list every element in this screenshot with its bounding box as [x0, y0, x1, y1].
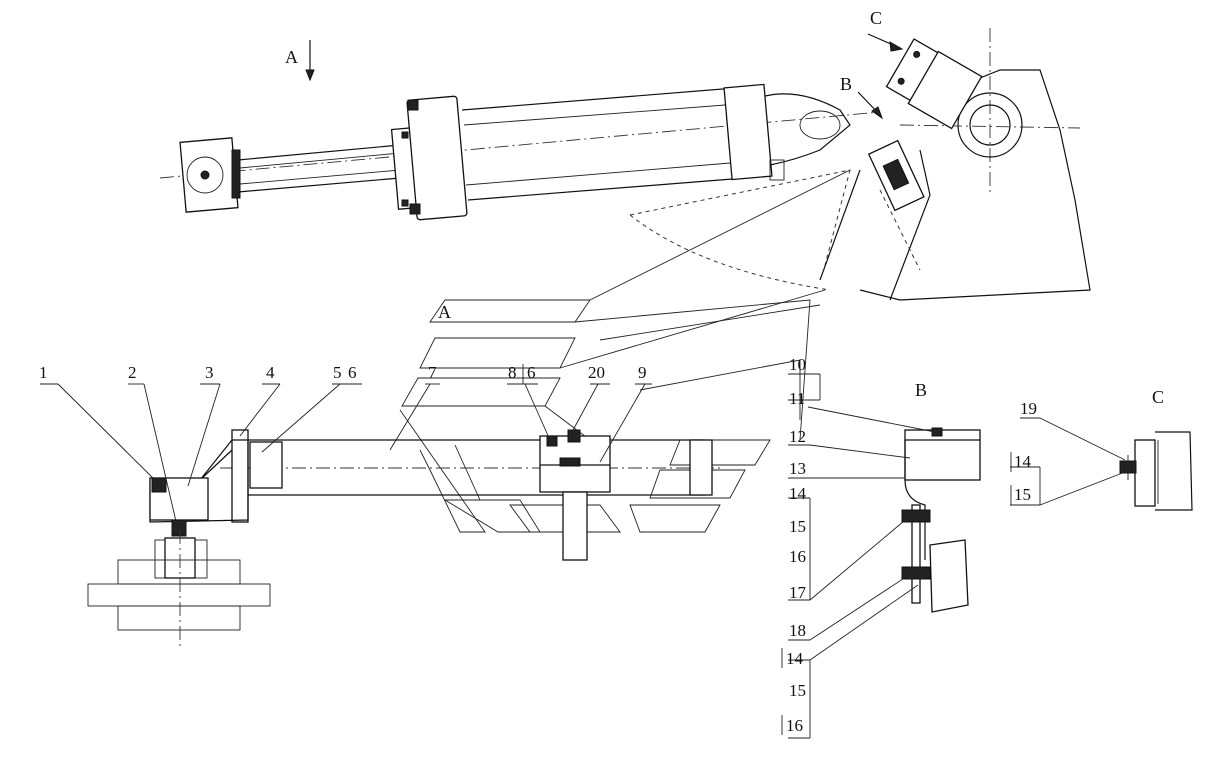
part-label-14: 14	[789, 484, 807, 503]
part-label-16: 16	[789, 547, 806, 566]
arrow-label-c: C	[870, 8, 882, 28]
view-title-c: C	[1152, 387, 1164, 407]
part-label-14b: 14	[786, 649, 804, 668]
part-label-12: 12	[789, 427, 806, 446]
part-label-14c: 14	[1014, 452, 1032, 471]
leader-lines-c	[1010, 417, 1126, 506]
part-label-11: 11	[789, 389, 805, 408]
leader-lines-b	[788, 373, 936, 739]
view-arrow-c	[867, 33, 904, 52]
part-label-13: 13	[789, 459, 806, 478]
part-label-15: 15	[789, 517, 806, 536]
part-label-2: 2	[128, 363, 137, 382]
part-label-5: 5	[333, 363, 342, 382]
part-label-19: 19	[1020, 399, 1037, 418]
view-title-a: A	[438, 302, 451, 322]
view-b-drawing	[901, 427, 981, 613]
view-arrow-b	[857, 91, 884, 120]
part-label-18: 18	[789, 621, 806, 640]
boom-bracket	[629, 28, 1091, 301]
view-a-drawing	[87, 169, 851, 650]
part-label-6: 6	[348, 363, 357, 382]
part-label-15b: 15	[789, 681, 806, 700]
view-arrow-a	[305, 40, 315, 82]
part-label-17: 17	[789, 583, 807, 602]
part-label-6b: 6	[527, 363, 536, 382]
part-label-3: 3	[205, 363, 214, 382]
part-label-20: 20	[588, 363, 605, 382]
part-label-15c: 15	[1014, 485, 1031, 504]
part-label-1: 1	[39, 363, 48, 382]
part-label-10: 10	[789, 355, 806, 374]
part-label-9: 9	[638, 363, 647, 382]
arrow-label-a: A	[285, 47, 298, 67]
part-label-4: 4	[266, 363, 275, 382]
view-title-b: B	[915, 380, 927, 400]
part-label-7: 7	[428, 363, 437, 382]
cylinder-assembly	[159, 83, 881, 221]
arrow-label-b: B	[840, 74, 852, 94]
part-label-8: 8	[508, 363, 517, 382]
leader-lines-a	[40, 383, 652, 531]
view-c-drawing	[1119, 431, 1193, 511]
part-label-16b: 16	[786, 716, 803, 735]
